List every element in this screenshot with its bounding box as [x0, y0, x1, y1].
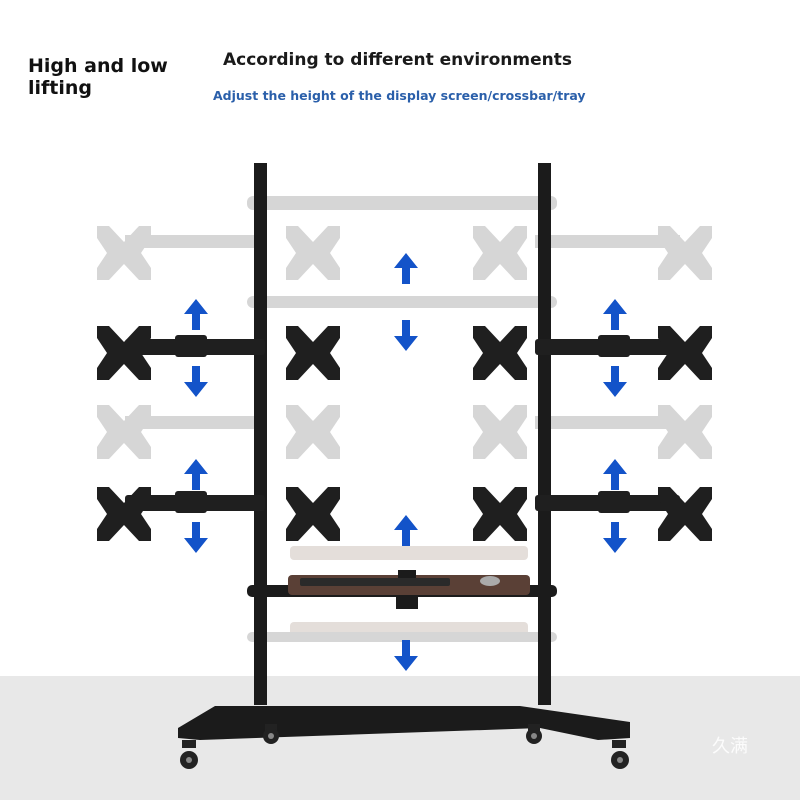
headline: According to different environments [223, 50, 572, 70]
down-arrow-icon [394, 320, 418, 351]
up-arrow-icon [603, 299, 627, 330]
vesa-mount-icon [473, 326, 527, 380]
keyboard [300, 578, 450, 586]
vesa-mount-icon [286, 487, 340, 541]
ghost-arm [125, 235, 265, 248]
ghost-mount-plate [658, 226, 712, 280]
down-arrow-icon [603, 522, 627, 553]
ghost-mount-plate [286, 226, 340, 280]
ghost-mount-plate [97, 226, 151, 280]
ghost-arm [535, 235, 680, 248]
up-arrow-icon [184, 459, 208, 490]
caster-wheel-icon [611, 740, 629, 769]
ghost-crossbar-top [247, 196, 557, 210]
watermark: 久满 [712, 736, 748, 757]
caster-wheel-icon [180, 740, 198, 769]
ghost-arm [535, 416, 680, 429]
arm-joint [598, 491, 630, 513]
ghost-positions [97, 196, 712, 642]
keyboard-tray [247, 570, 557, 609]
caster-wheels [180, 724, 629, 769]
ghost-crossbar-mid [247, 296, 557, 308]
right-pole [538, 163, 551, 705]
left-pole [254, 163, 267, 705]
caster-wheel-icon [263, 724, 279, 744]
floor-background [0, 676, 800, 800]
monitor-mounts [97, 326, 712, 541]
tray-clamp [398, 570, 416, 578]
feature-title: High and low lifting [28, 55, 168, 99]
ghost-mount-plate [473, 226, 527, 280]
arm-joint [175, 335, 207, 357]
arm-joint [598, 335, 630, 357]
arm-joint [175, 491, 207, 513]
down-arrow-icon [394, 640, 418, 671]
up-arrow-icon [394, 253, 418, 284]
stand-base [178, 706, 630, 740]
tray-clamp [396, 597, 418, 609]
ghost-mount-plate [286, 405, 340, 459]
down-arrow-icon [184, 522, 208, 553]
ghost-mount-plate [473, 405, 527, 459]
stand-frame [178, 163, 630, 740]
ghost-mount-plate [97, 405, 151, 459]
mouse [480, 576, 500, 586]
vesa-mount-icon [286, 326, 340, 380]
ghost-arm [125, 416, 265, 429]
ghost-mount-plate [658, 405, 712, 459]
ghost-tray-upper [290, 546, 528, 560]
subheadline: Adjust the height of the display screen/… [213, 88, 586, 103]
ghost-tray-bar [247, 632, 557, 642]
caster-wheel-icon [526, 724, 542, 744]
up-arrow-icon [603, 459, 627, 490]
vesa-mount-icon [473, 487, 527, 541]
vesa-mount-icon [658, 487, 712, 541]
down-arrow-icon [603, 366, 627, 397]
vesa-mount-icon [97, 487, 151, 541]
down-arrow-icon [184, 366, 208, 397]
up-arrow-icon [184, 299, 208, 330]
up-arrow-icon [394, 515, 418, 546]
